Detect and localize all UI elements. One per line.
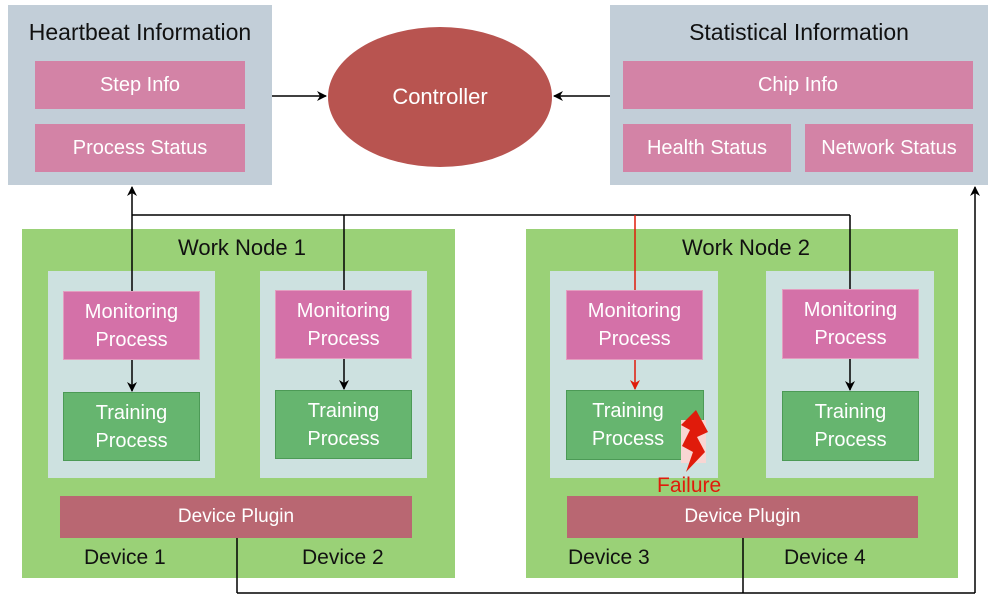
work-node-1-title: Work Node 1	[178, 235, 306, 260]
work-node-2-title: Work Node 2	[682, 235, 810, 260]
training-process-box-failed: Training Process	[566, 390, 704, 460]
failure-label: Failure	[657, 474, 722, 497]
chip-info-box: Chip Info	[623, 61, 973, 109]
device-plugin-1: Device Plugin	[60, 496, 412, 538]
heartbeat-information-panel: Heartbeat Information Step Info Process …	[8, 5, 272, 185]
device-4-label: Device 4	[784, 546, 866, 569]
health-status-box: Health Status	[623, 124, 791, 172]
monitoring-process-box: Monitoring Process	[566, 290, 703, 360]
process-status-box: Process Status	[35, 124, 245, 172]
monitoring-process-box: Monitoring Process	[782, 289, 919, 359]
step-info-box: Step Info	[35, 61, 245, 109]
device-3-label: Device 3	[568, 546, 650, 569]
controller-label: Controller	[392, 84, 488, 109]
heartbeat-information-title: Heartbeat Information	[28, 19, 252, 45]
training-process-box: Training Process	[63, 392, 200, 461]
statistical-information-panel: Statistical Information Chip Info Health…	[610, 5, 988, 185]
monitoring-process-box: Monitoring Process	[63, 291, 200, 360]
network-status-box: Network Status	[805, 124, 973, 172]
monitoring-process-box: Monitoring Process	[275, 290, 412, 359]
training-process-box: Training Process	[275, 390, 412, 459]
device-1-label: Device 1	[84, 546, 166, 569]
device-plugin-2: Device Plugin	[567, 496, 918, 538]
statistical-information-title: Statistical Information	[689, 19, 909, 45]
device-2-label: Device 2	[302, 546, 384, 569]
training-process-box: Training Process	[782, 391, 919, 461]
